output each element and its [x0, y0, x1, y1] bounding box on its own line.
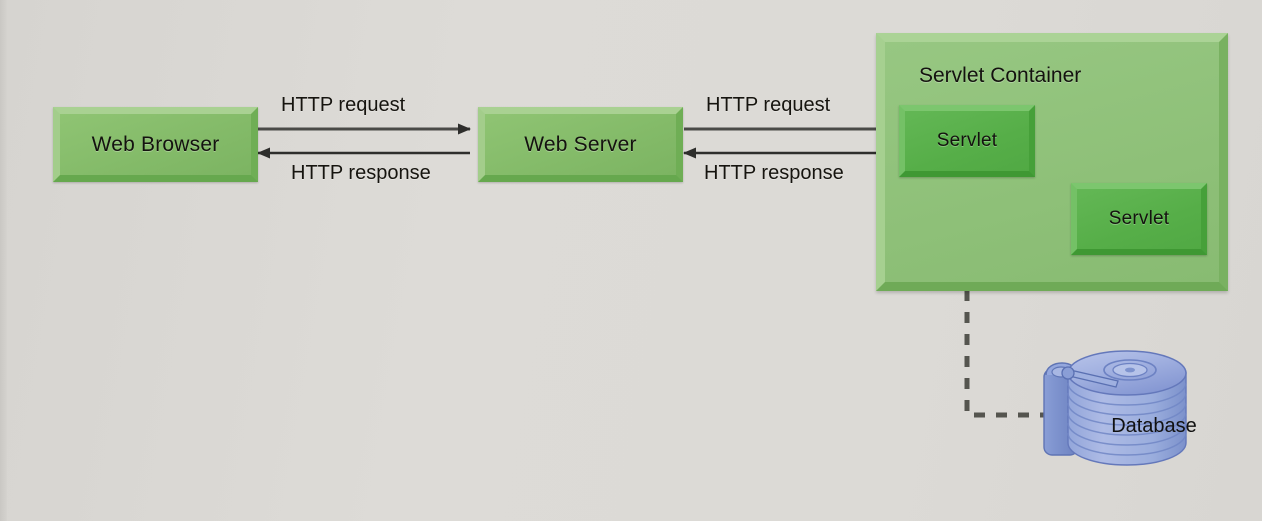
servlet-1-face-content: Servlet [905, 111, 1029, 171]
node-database[interactable]: Database [1032, 343, 1222, 483]
database-top-platter [1067, 350, 1187, 396]
web-browser-face-content: Web Browser [60, 114, 251, 175]
web-browser-face [60, 114, 251, 175]
web-server-face-content: Web Server [485, 114, 676, 175]
node-web-server[interactable]: Web Server [478, 107, 683, 182]
database-label: Database [1111, 415, 1197, 437]
node-servlet-1[interactable]: Servlet [899, 105, 1035, 177]
database-icon [1043, 350, 1187, 466]
node-web-browser[interactable]: Web Browser [53, 107, 258, 182]
label-http-request-browser-server: HTTP request [281, 94, 406, 116]
servlet-1-label: Servlet [936, 130, 998, 151]
web-server-label: Web Server [524, 132, 637, 156]
left-edge-strip [0, 0, 7, 521]
database-read-arm [1061, 366, 1119, 388]
label-http-response-servlet-server: HTTP response [704, 162, 844, 184]
servlet-2-label: Servlet [1108, 208, 1170, 229]
servlet-1-face [905, 111, 1029, 171]
web-browser-label: Web Browser [91, 132, 220, 156]
servlet-2-face-content: Servlet [1077, 189, 1201, 249]
servlet-container-label: Servlet Container [919, 64, 1082, 87]
label-http-request-server-servlet: HTTP request [706, 94, 831, 116]
servlet-2-face [1077, 189, 1201, 249]
web-server-face [485, 114, 676, 175]
database-disk-stack [1067, 372, 1187, 466]
node-servlet-2[interactable]: Servlet [1071, 183, 1207, 255]
label-http-response-server-browser: HTTP response [291, 162, 431, 184]
